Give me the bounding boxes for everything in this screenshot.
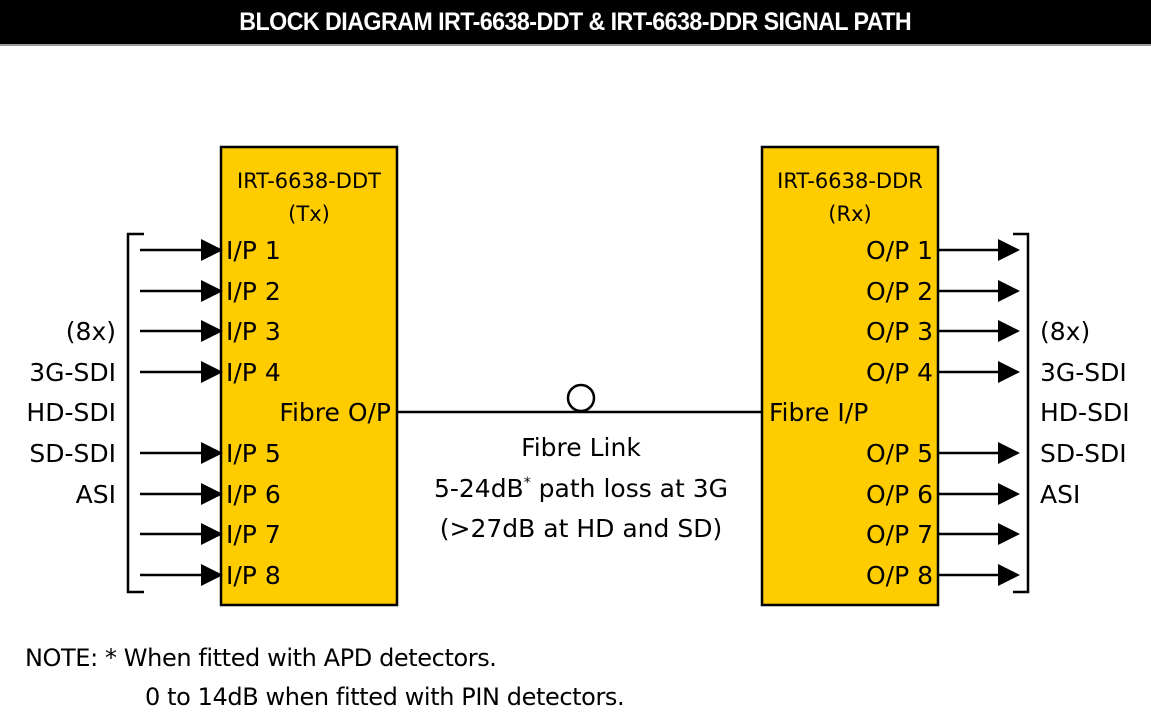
tx-input-label: I/P 7 — [226, 520, 281, 549]
arrow-right-icon — [201, 483, 223, 505]
rx-fibre-port-label: Fibre I/P — [769, 398, 868, 427]
fibre-link-loss: 5-24dB* path loss at 3G — [434, 474, 728, 503]
tx-input-port: I/P 8 — [140, 561, 281, 590]
tx-input-label: I/P 1 — [226, 236, 281, 265]
output-signal-label: ASI — [1040, 480, 1080, 509]
arrow-right-icon — [201, 239, 223, 261]
tx-fibre-port-label: Fibre O/P — [279, 398, 391, 427]
rx-outputs: O/P 1 O/P 2 O/P 3 O/P 4 O/P 5 O/P 6 O/P 7 O/P 8 — [866, 236, 1020, 590]
rx-output-port: O/P 5 — [866, 439, 1020, 468]
tx-input-port: I/P 4 — [140, 358, 281, 387]
input-signal-label: HD-SDI — [26, 398, 116, 427]
rx-role: (Rx) — [828, 202, 871, 226]
rx-output-label: O/P 7 — [866, 520, 933, 549]
tx-inputs: I/P 1 I/P 2 I/P 3 I/P 4 I/P 5 I/P 6 I/P 7 I/P 8 — [140, 236, 281, 590]
arrow-right-icon — [998, 442, 1020, 464]
arrow-right-icon — [998, 280, 1020, 302]
tx-input-label: I/P 2 — [226, 277, 281, 306]
rx-output-label: O/P 3 — [866, 317, 933, 346]
rx-output-label: O/P 2 — [866, 277, 933, 306]
rx-output-label: O/P 4 — [866, 358, 933, 387]
output-bracket — [1013, 232, 1030, 594]
rx-output-port: O/P 4 — [866, 358, 1020, 387]
arrow-right-icon — [201, 523, 223, 545]
input-signal-label: ASI — [76, 480, 116, 509]
tx-input-port: I/P 3 — [140, 317, 281, 346]
output-signal-label: HD-SDI — [1040, 398, 1130, 427]
arrow-right-icon — [998, 564, 1020, 586]
rx-output-port: O/P 3 — [866, 317, 1020, 346]
tx-input-label: I/P 6 — [226, 480, 281, 509]
tx-input-label: I/P 8 — [226, 561, 281, 590]
tx-input-label: I/P 3 — [226, 317, 281, 346]
fibre-connector-icon — [566, 383, 596, 413]
note-line-1: NOTE: * When fitted with APD detectors. — [25, 644, 497, 672]
diagram-title: BLOCK DIAGRAM IRT-6638-DDT & IRT-6638-DD… — [239, 7, 912, 36]
output-signal-label: 3G-SDI — [1040, 358, 1127, 387]
tx-box — [219, 145, 399, 607]
arrow-right-icon — [201, 320, 223, 342]
rx-output-port: O/P 2 — [866, 277, 1020, 306]
input-signal-label: SD-SDI — [29, 439, 116, 468]
rx-output-label: O/P 1 — [866, 236, 933, 265]
tx-input-port: I/P 5 — [140, 439, 281, 468]
arrow-right-icon — [998, 320, 1020, 342]
arrow-right-icon — [998, 239, 1020, 261]
fibre-link-title: Fibre Link — [521, 433, 641, 462]
rx-output-label: O/P 6 — [866, 480, 933, 509]
arrow-right-icon — [201, 361, 223, 383]
arrow-right-icon — [998, 361, 1020, 383]
arrow-right-icon — [201, 442, 223, 464]
rx-output-port: O/P 1 — [866, 236, 1020, 265]
title-bar: BLOCK DIAGRAM IRT-6638-DDT & IRT-6638-DD… — [0, 0, 1151, 46]
rx-output-label: O/P 8 — [866, 561, 933, 590]
arrow-right-icon — [201, 280, 223, 302]
tx-input-port: I/P 6 — [140, 480, 281, 509]
rx-output-port: O/P 7 — [866, 520, 1020, 549]
arrow-right-icon — [201, 564, 223, 586]
tx-input-label: I/P 4 — [226, 358, 281, 387]
tx-input-port: I/P 1 — [140, 236, 281, 265]
fibre-link-loss-hd-sd: (>27dB at HD and SD) — [440, 514, 722, 543]
arrow-right-icon — [998, 483, 1020, 505]
rx-name: IRT-6638-DDR — [777, 169, 923, 193]
output-signal-label: (8x) — [1040, 317, 1090, 346]
tx-name: IRT-6638-DDT — [237, 169, 381, 193]
arrow-right-icon — [998, 523, 1020, 545]
rx-box — [760, 145, 940, 607]
input-signal-label: (8x) — [66, 317, 116, 346]
output-signal-types: (8x) 3G-SDI HD-SDI SD-SDI ASI — [1040, 317, 1130, 509]
tx-input-port: I/P 2 — [140, 277, 281, 306]
input-bracket — [126, 232, 144, 594]
output-signal-label: SD-SDI — [1040, 439, 1127, 468]
rx-output-port: O/P 8 — [866, 561, 1020, 590]
tx-role: (Tx) — [288, 202, 330, 226]
rx-output-label: O/P 5 — [866, 439, 933, 468]
input-signal-types: (8x) 3G-SDI HD-SDI SD-SDI ASI — [26, 317, 116, 509]
tx-input-port: I/P 7 — [140, 520, 281, 549]
note-line-2: 0 to 14dB when fitted with PIN detectors… — [145, 683, 625, 711]
rx-output-port: O/P 6 — [866, 480, 1020, 509]
tx-input-label: I/P 5 — [226, 439, 281, 468]
input-signal-label: 3G-SDI — [29, 358, 116, 387]
